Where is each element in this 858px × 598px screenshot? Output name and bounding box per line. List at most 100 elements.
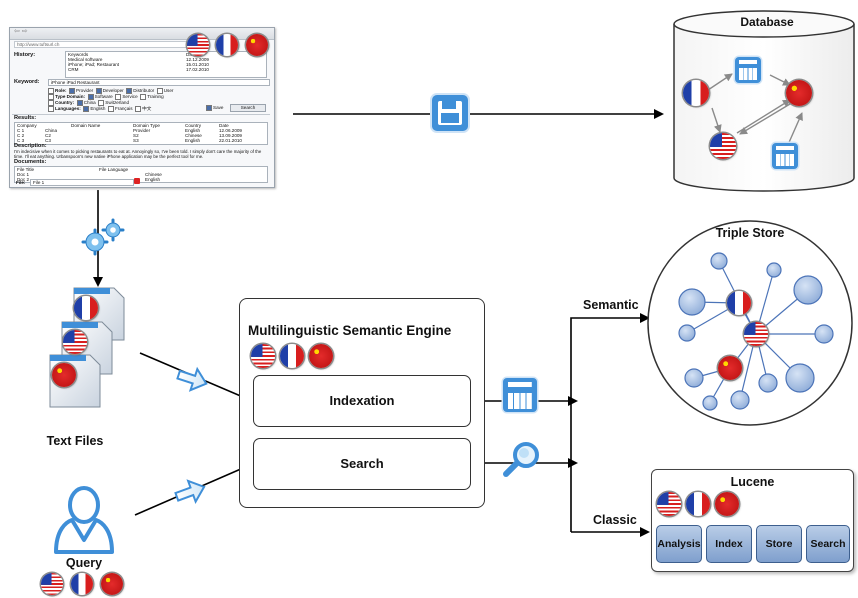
table-icon <box>735 57 761 83</box>
triple-store-nodes <box>678 252 834 411</box>
results-col: Domain Type <box>133 123 160 128</box>
database-links <box>707 73 803 148</box>
results-cell: S2 <box>133 133 139 138</box>
results-cell: C 3 <box>17 138 25 143</box>
france-flag-icon <box>74 296 98 320</box>
china-flag-icon <box>309 344 333 368</box>
calculator-icon <box>503 378 537 412</box>
results-cell: C 1 <box>17 128 25 133</box>
usa-flag-icon <box>251 344 275 368</box>
results-label: Results: <box>14 115 37 121</box>
right-arrow-icon <box>174 479 206 505</box>
app-window-toolbar: ⇦ ⇨ <box>10 28 274 40</box>
history-label: History: <box>14 52 36 58</box>
documents-cell: English <box>145 177 161 182</box>
triple-store-title: Triple Store <box>715 226 785 240</box>
classic-label: Classic <box>593 513 637 527</box>
usa-flag-icon <box>187 34 209 56</box>
results-cell: 12.06.2009 <box>219 128 242 133</box>
search-button[interactable]: Search <box>230 104 266 112</box>
france-flag-icon <box>686 492 710 516</box>
results-col: Domain Name <box>71 123 101 128</box>
france-flag-icon <box>216 34 238 56</box>
search-lucene-button[interactable]: Search <box>806 525 850 563</box>
divider <box>12 114 270 115</box>
results-cell: C2 <box>45 133 51 138</box>
usa-flag-icon <box>744 322 768 346</box>
person-icon <box>54 486 114 554</box>
results-cell: 22.01.2010 <box>219 138 242 143</box>
engine-title: Multilinguistic Semantic Engine <box>248 323 452 338</box>
semantic-engine-panel: Multilinguistic Semantic Engine Indexati… <box>239 298 485 508</box>
history-cell: 15.01.2010 <box>186 62 209 67</box>
france-flag-icon <box>280 344 304 368</box>
results-cell: China <box>45 128 58 133</box>
results-cell: C 2 <box>17 133 25 138</box>
results-col: Country <box>185 123 202 128</box>
history-cell: CRM <box>68 67 79 72</box>
languages-row[interactable]: Languages: English Français 中文 <box>48 106 151 112</box>
indexation-box[interactable]: Indexation <box>253 375 471 427</box>
china-flag-icon <box>246 34 268 56</box>
text-files-caption: Text Files <box>46 434 104 448</box>
back-forward-icon[interactable]: ⇦ ⇨ <box>14 28 28 35</box>
gears-icon <box>81 218 125 256</box>
pdf-icon[interactable] <box>134 178 140 184</box>
usa-flag-icon <box>710 133 736 159</box>
country-row[interactable]: Country: China Switzerland <box>48 100 129 106</box>
role-checkbox[interactable] <box>48 88 54 94</box>
semantic-label: Semantic <box>583 298 639 312</box>
floppy-disk-icon <box>432 95 468 131</box>
results-cell: English <box>185 128 201 133</box>
documents-cell: Doc 1 <box>17 172 30 177</box>
table-icon <box>772 143 798 169</box>
url-field[interactable]: http://www.tuftsurl.ch <box>14 41 188 48</box>
role-row[interactable]: Role: Provider Developer Distributor Use… <box>48 88 173 94</box>
keyword-label: Keyword: <box>14 79 40 85</box>
database-title: Database <box>740 15 794 29</box>
china-flag-icon <box>52 363 76 387</box>
semantic-branch-line <box>570 313 650 532</box>
usa-flag-icon <box>63 330 87 354</box>
france-flag-icon <box>71 573 93 595</box>
magnifier-icon <box>503 442 539 477</box>
results-cell: S3 <box>133 138 139 143</box>
documents-label: Documents: <box>14 159 47 165</box>
results-col: Date <box>219 123 229 128</box>
results-table[interactable]: Company Domain Name Domain Type Country … <box>14 122 268 145</box>
save-checkbox[interactable]: Save <box>206 105 223 111</box>
index-button[interactable]: Index <box>706 525 752 563</box>
documents-cell: Chinese <box>145 172 162 177</box>
china-flag-icon <box>715 492 739 516</box>
china-flag-icon <box>786 80 812 106</box>
results-cell: C3 <box>45 138 51 143</box>
query-caption: Query <box>65 556 103 570</box>
documents-col: File Language <box>99 167 129 172</box>
history-col-keywords: Keywords <box>68 52 89 57</box>
china-flag-icon <box>101 573 123 595</box>
description-text: I'm indecisive when it comes to picking … <box>14 149 262 159</box>
history-table[interactable]: Keywords Date Medical software 12.12.200… <box>65 51 267 78</box>
usa-flag-icon <box>657 492 681 516</box>
france-flag-icon <box>683 80 709 106</box>
lucene-panel: Lucene Analysis Index Store Search <box>651 469 854 572</box>
history-cell: iPhone; iPad; Restaurant <box>68 62 120 67</box>
description-label: Description: <box>14 143 47 149</box>
analysis-button[interactable]: Analysis <box>656 525 702 563</box>
documents-col: File Title <box>17 167 35 172</box>
results-col: Company <box>17 123 37 128</box>
keyword-input[interactable]: iPhone iPad Restaurant <box>48 79 270 86</box>
search-box[interactable]: Search <box>253 438 471 490</box>
results-cell: Chinese <box>185 133 202 138</box>
results-cell: English <box>185 138 201 143</box>
france-flag-icon <box>727 291 751 315</box>
history-cell: 17.02.2010 <box>186 67 209 72</box>
type-domain-row[interactable]: Type Domain: Software Service Training <box>48 94 164 100</box>
china-flag-icon <box>718 356 742 380</box>
file-label: File: <box>16 180 26 185</box>
store-button[interactable]: Store <box>756 525 802 563</box>
documents-table[interactable]: File Title File Language Doc 1 Chinese D… <box>14 166 268 183</box>
history-cell: Medical software <box>68 57 103 62</box>
file-input[interactable]: File 1 <box>30 179 134 186</box>
